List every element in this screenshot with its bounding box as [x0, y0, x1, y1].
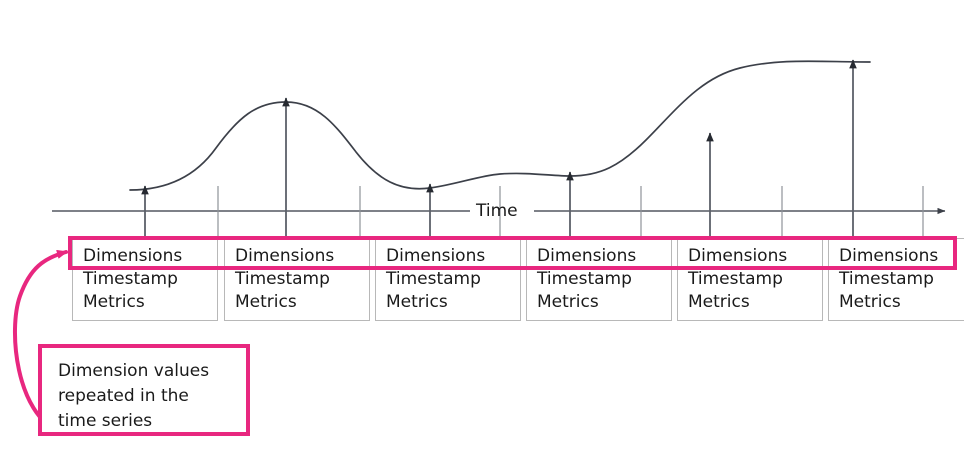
record-timestamp-label: Timestamp [839, 269, 934, 289]
record-dimensions-label: Dimensions [537, 246, 637, 266]
record-box[interactable]: Dimensions Timestamp Metrics [224, 238, 370, 321]
record-dimensions-label: Dimensions [688, 246, 788, 266]
record-timestamp-label: Timestamp [235, 269, 330, 289]
record-metrics-label: Metrics [386, 292, 448, 312]
record-box[interactable]: Dimensions Timestamp Metrics [375, 238, 521, 321]
record-timestamp-label: Timestamp [537, 269, 632, 289]
record-timestamp-label: Timestamp [386, 269, 481, 289]
record-dimensions-label: Dimensions [235, 246, 335, 266]
callout-connector-arrow [13, 249, 68, 434]
record-dimensions-label: Dimensions [386, 246, 486, 266]
record-box[interactable]: Dimensions Timestamp Metrics [828, 238, 964, 321]
record-box[interactable]: Dimensions Timestamp Metrics [677, 238, 823, 321]
record-metrics-label: Metrics [537, 292, 599, 312]
callout-text-line-3: time series [58, 411, 153, 431]
callout-text-line-1: Dimension values [58, 361, 210, 381]
record-metrics-label: Metrics [83, 292, 145, 312]
record-timestamp-label: Timestamp [83, 269, 178, 289]
record-metrics-label: Metrics [235, 292, 297, 312]
time-series-curve [129, 60, 871, 191]
record-timestamp-label: Timestamp [688, 269, 783, 289]
record-metrics-label: Metrics [839, 292, 901, 312]
record-dimensions-label: Dimensions [839, 246, 939, 266]
time-axis-label: Time [476, 201, 518, 221]
callout-text-line-2: repeated in the [58, 386, 189, 406]
record-box[interactable]: Dimensions Timestamp Metrics [72, 238, 218, 321]
record-box[interactable]: Dimensions Timestamp Metrics [526, 238, 672, 321]
record-dimensions-label: Dimensions [83, 246, 183, 266]
callout-box: Dimension values repeated in the time se… [38, 344, 250, 436]
record-metrics-label: Metrics [688, 292, 750, 312]
